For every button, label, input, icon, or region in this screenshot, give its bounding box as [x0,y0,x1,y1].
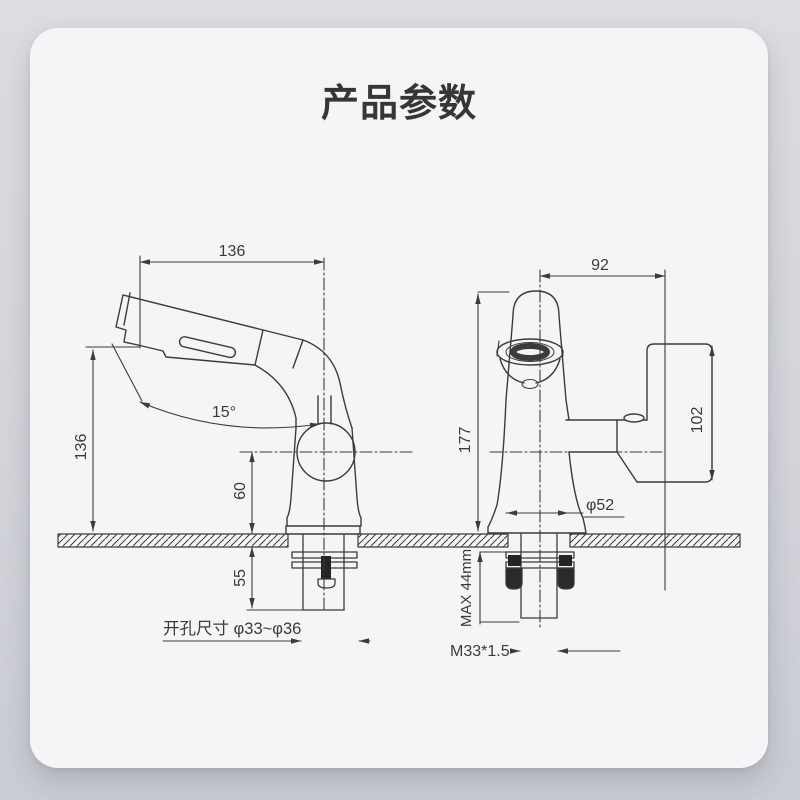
dim-label-hole-size: 开孔尺寸 φ33~φ36 [163,619,301,638]
dim-label-height: 136 [73,434,90,461]
faucet-body-front [487,290,587,534]
dim-label-max-thickness: MAX 44mm [458,549,475,627]
front-view-dimension-labels: 92 177 102 φ52 MAX 44mm M33*1.5 [450,257,706,660]
side-view-dimensions [85,255,416,644]
dim-label-spout-reach: 136 [219,243,246,260]
aerator [496,338,564,390]
rubber-washer-right [557,567,575,590]
dim-label-total-height: 177 [457,427,474,454]
spray-mode-button [178,336,237,359]
front-view-drawing [487,290,713,619]
faucet-spray-head [115,292,353,429]
dim-label-angle: 15° [212,404,236,421]
angle-arc [139,401,321,429]
page-title: 产品参数 [320,83,477,125]
product-parameters-card: 产品参数 [30,28,768,768]
set-screw [321,556,331,579]
countertop-surface [57,533,741,548]
side-view-dimension-labels: 136 15° 136 60 55 开孔尺寸 φ33~φ36 [73,243,301,638]
dim-label-under-counter: 55 [232,569,249,587]
dim-label-base-diameter: φ52 [586,497,614,514]
dim-label-handle-height: 102 [689,407,706,434]
front-view-dimensions [475,269,715,654]
dim-label-thread-spec: M33*1.5 [450,643,510,660]
handle-pivot-cap [623,413,645,423]
dim-label-center-to-handle: 92 [591,257,609,274]
dim-label-center-height: 60 [232,482,249,500]
rubber-washer-left [505,567,523,590]
